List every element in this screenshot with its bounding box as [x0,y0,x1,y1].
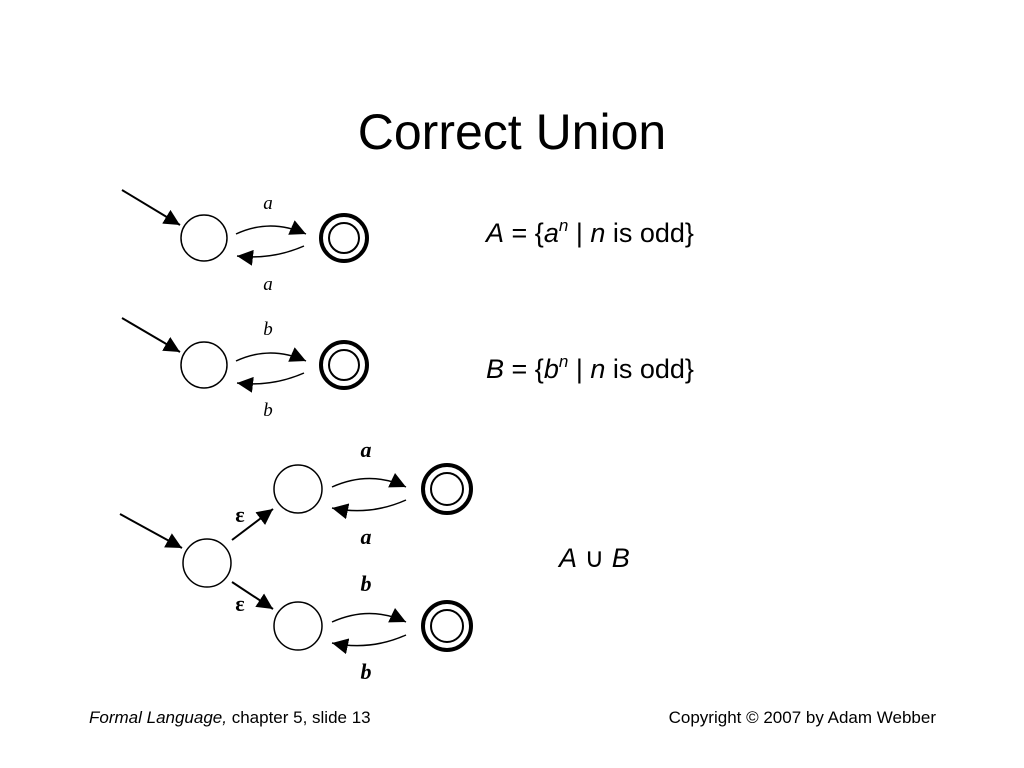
transition-back [236,372,305,393]
accept-state-inner [328,222,360,254]
nfa-a: a a [121,189,369,295]
formula-set-b: B = {bn | n is odd} [486,352,694,386]
transition-label-bottom: b [263,400,273,421]
transition-label-top: b [263,319,273,340]
epsilon-label-lower: ε [235,591,244,616]
transition-label-bottom: a [263,274,273,295]
upper-accept-state-inner [430,472,464,506]
footer-left: Formal Language, chapter 5, slide 13 [89,707,371,729]
start-arrow [121,317,181,353]
lower-label-top: b [361,571,372,596]
start-state [180,214,228,262]
epsilon-label-upper: ε [235,502,244,527]
nfa-union: ε ε a a b b [119,437,473,684]
start-arrow [121,189,181,226]
upper-start-state [273,464,323,514]
accept-state-outer [319,340,369,390]
set-name: B [486,354,505,384]
transition-forward [235,347,307,362]
variable: n [590,354,606,384]
new-start-state [182,538,232,588]
base-symbol: b [543,354,559,384]
slide-title: Correct Union [357,104,667,160]
formula-set-a: A = {an | n is odd} [486,216,694,250]
variable: n [590,218,606,248]
nfa-b: b b [121,317,369,421]
start-arrow [119,513,183,549]
exponent: n [558,216,569,235]
exponent: n [558,352,569,371]
condition: is odd} [605,218,694,248]
transition-back [236,245,305,266]
set-name: A [486,218,505,248]
book-title: Formal Language, [89,708,227,727]
epsilon-transition-upper [231,508,274,541]
equals-brace: = { [504,218,544,248]
lower-label-bottom: b [361,659,372,684]
union-operator: ∪ [577,543,612,573]
lower-accept-state-inner [430,609,464,643]
lower-transition-forward [331,607,407,623]
start-state [180,341,228,389]
lower-transition-back [331,634,407,655]
equals-brace: = { [504,354,544,384]
epsilon-transition-lower [231,581,274,610]
lower-start-state [273,601,323,651]
accept-state-inner [328,349,360,381]
union-left: A [559,543,578,573]
transition-forward [235,220,307,235]
separator: | [568,354,591,384]
base-symbol: a [543,218,559,248]
footer-copyright: Copyright © 2007 by Adam Webber [668,708,936,727]
upper-transition-back [331,499,407,520]
upper-label-top: a [361,437,372,462]
union-right: B [611,543,630,573]
condition: is odd} [605,354,694,384]
accept-state-outer [319,213,369,263]
upper-transition-forward [331,472,407,488]
chapter-slide: chapter 5, slide 13 [226,708,371,727]
formula-union: A ∪ B [559,541,630,575]
upper-label-bottom: a [361,524,372,549]
transition-label-top: a [263,193,273,214]
separator: | [568,218,591,248]
